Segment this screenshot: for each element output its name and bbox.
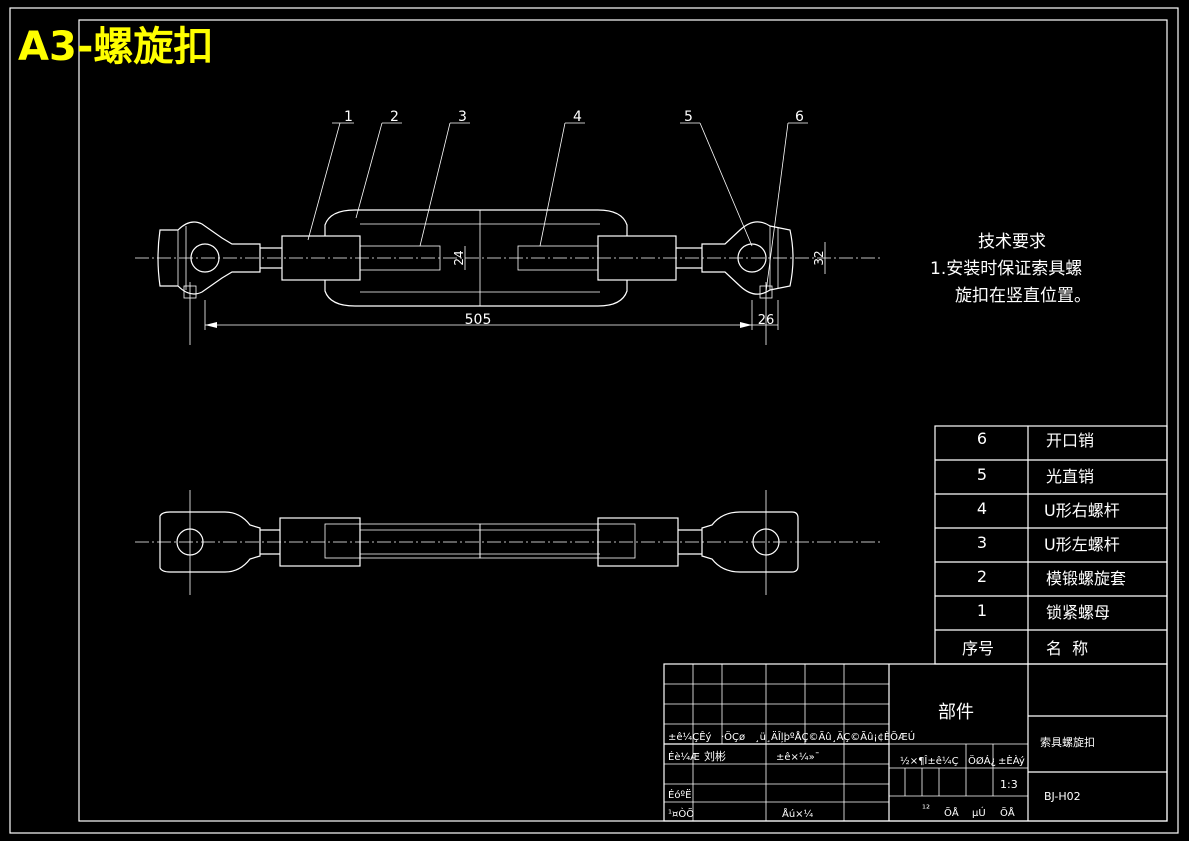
- dim-pin-offset: 26: [758, 313, 775, 328]
- parts-header-no: 序号: [962, 639, 994, 658]
- outer-frame: [9, 7, 1179, 834]
- title-garbled-row1: ±ê¼ÇÊý ·ÖÇø ¸ü¸ÄÎļþºÅÇ©Ãû¸ÄÇ©Ãû¡¢ÈÕÆÚ: [668, 730, 915, 743]
- title-block: 部件 索具螺旋扣 BJ-H02 1:3 ±ê¼ÇÊý ·ÖÇø ¸ü¸ÄÎļþº…: [663, 663, 1168, 822]
- title-designer: 刘彬: [704, 750, 726, 763]
- tech-line-2: 旋扣在竖直位置。: [955, 286, 1091, 306]
- left-clevis: [157, 221, 261, 295]
- part-name: 开口销: [1046, 431, 1094, 450]
- part-name: 锁紧螺母: [1046, 603, 1110, 622]
- balloon-2: 2: [390, 109, 399, 125]
- front-view: 505 26 24 32 1 2 3 4 5 6: [135, 109, 880, 345]
- parts-header-name: 名 称: [1046, 639, 1088, 658]
- title-garbled-sheet2: ÕÅ: [1000, 806, 1015, 819]
- part-name: U形左螺杆: [1044, 535, 1120, 554]
- dim-length: 505: [465, 312, 492, 328]
- tech-line-1: 1.安装时保证索具螺: [930, 259, 1082, 279]
- part-no: 2: [977, 567, 987, 586]
- title-garbled-std: ±ê×¼»¯: [776, 751, 820, 763]
- part-no: 3: [977, 533, 987, 552]
- dim-dia-small: 24: [452, 250, 466, 265]
- part-name: 光直销: [1046, 467, 1094, 486]
- title-scale: 1:3: [1000, 778, 1018, 791]
- title-garbled-nth: µÚ: [972, 806, 986, 819]
- title-garbled-designer-label: Éè¼Æ: [668, 750, 700, 763]
- balloon-4: 4: [573, 109, 582, 125]
- parts-list: 6 开口销 5 光直销 4 U形右螺杆 3 U形左螺杆 2 模锻螺旋套 1 锁紧…: [934, 425, 1168, 665]
- top-view: [135, 490, 880, 595]
- part-no: 5: [977, 465, 987, 484]
- balloons: 1 2 3 4 5 6: [307, 109, 808, 293]
- right-clevis: [701, 221, 794, 295]
- tech-requirements: 技术要求 1.安装时保证索具螺 旋扣在竖直位置。: [930, 232, 1091, 306]
- part-no: 6: [977, 429, 987, 448]
- part-no: 1: [977, 601, 987, 620]
- balloon-3: 3: [458, 109, 467, 125]
- balloon-6: 6: [795, 109, 804, 125]
- balloon-1: 1: [344, 109, 353, 125]
- title-garbled-stage: ½×¶Î±ê¼Ç: [900, 754, 959, 767]
- title-garbled-approve: Åú×¼: [782, 807, 814, 820]
- title-garbled-sheet1: ÕÅ: [944, 806, 959, 819]
- tech-heading: 技术要求: [978, 232, 1046, 252]
- dim-dia-large: 32: [812, 250, 826, 265]
- part-no: 4: [977, 499, 987, 518]
- title-garbled-weight: ÖØÁ¿: [968, 754, 996, 767]
- title-part-type: 部件: [938, 702, 974, 723]
- title-garbled-review: ÉóºË: [668, 788, 691, 801]
- title-drawing-no: BJ-H02: [1044, 790, 1081, 803]
- title-assembly-name: 索具螺旋扣: [1040, 735, 1095, 749]
- inner-frame: [78, 19, 1168, 822]
- balloon-5: 5: [684, 109, 693, 125]
- title-garbled-total: ¹²: [922, 804, 930, 815]
- part-name: U形右螺杆: [1044, 501, 1120, 520]
- right-nut: [597, 235, 677, 281]
- part-name: 模锻螺旋套: [1046, 569, 1126, 588]
- title-garbled-process: ¹¤ÒÕ: [668, 807, 694, 820]
- drawing-title: A3-螺旋扣: [18, 24, 213, 70]
- title-garbled-scale-label: ±ÈÀý: [998, 754, 1025, 767]
